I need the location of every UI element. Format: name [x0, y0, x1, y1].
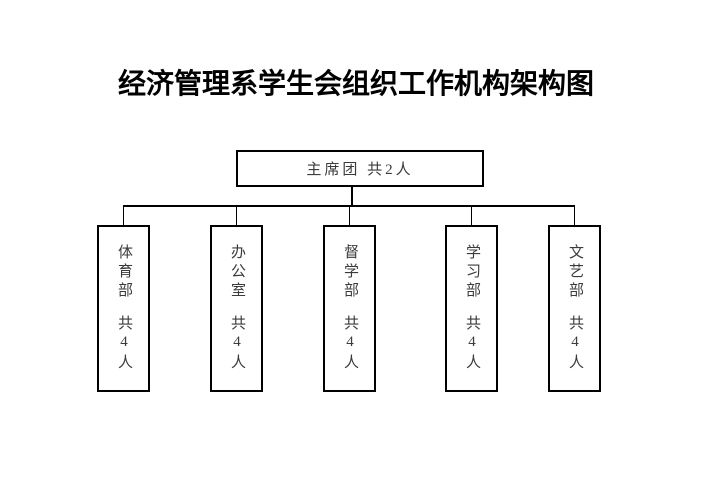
dept-count: 共4人: [229, 315, 245, 373]
dept-count: 共4人: [464, 315, 480, 373]
connector-drop-supervision: [349, 207, 350, 225]
dept-name: 学习部: [464, 244, 480, 301]
dept-count: 共4人: [567, 315, 583, 373]
connector-drop-study: [471, 207, 472, 225]
dept-node-supervision: 督学部 共4人: [323, 225, 376, 392]
connector-rail: [123, 205, 575, 207]
dept-name: 督学部: [342, 244, 358, 301]
dept-count: 共4人: [342, 315, 358, 373]
page-title: 经济管理系学生会组织工作机构架构图: [117, 68, 594, 99]
dept-node-study: 学习部 共4人: [445, 225, 498, 392]
root-node-presidium: 主席团 共2人: [236, 150, 484, 187]
dept-node-office: 办公室 共4人: [210, 225, 263, 392]
connector-drop-arts: [574, 207, 575, 225]
dept-node-arts: 文艺部 共4人: [548, 225, 601, 392]
root-node-label: 主席团 共2人: [306, 162, 414, 178]
connector-trunk: [351, 187, 353, 206]
connector-drop-sports: [123, 207, 124, 225]
dept-count: 共4人: [116, 315, 132, 373]
dept-node-sports: 体育部 共4人: [97, 225, 150, 392]
dept-name: 文艺部: [567, 244, 583, 301]
connector-drop-office: [236, 207, 237, 225]
dept-name: 办公室: [229, 244, 245, 301]
dept-name: 体育部: [116, 244, 132, 301]
